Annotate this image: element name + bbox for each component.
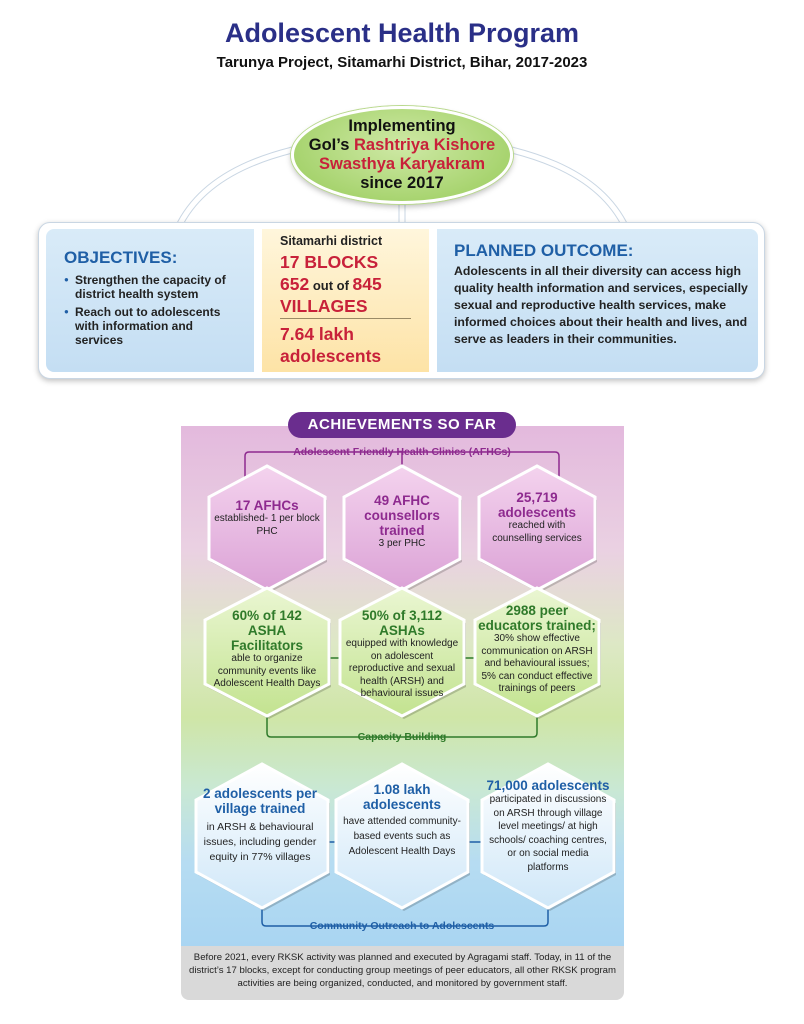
objectives-heading: OBJECTIVES: bbox=[64, 248, 178, 267]
stat-value: 50% of 3,112 ASHAs bbox=[361, 608, 443, 638]
stat-value: 2988 peer educators trained; bbox=[478, 603, 596, 633]
district-adolescents-count: 7.64 lakh bbox=[280, 324, 354, 344]
implementing-line2: GoI’s Rashtriya Kishore bbox=[294, 136, 510, 155]
villages-total: 845 bbox=[352, 274, 382, 294]
objective-item: Reach out to adolescents with informatio… bbox=[64, 305, 244, 347]
implementing-rksk-oval: Implementing GoI’s Rashtriya Kishore Swa… bbox=[291, 106, 513, 204]
stat-value: 49 AFHC counsellors trained bbox=[364, 493, 440, 538]
bracket-group-1 bbox=[266, 714, 538, 738]
district-villages-word: VILLAGES bbox=[280, 296, 368, 316]
district-blocks: 17 BLOCKS bbox=[280, 252, 379, 272]
hexagon-2-1 bbox=[334, 762, 470, 910]
objective-item: Strengthen the capacity of district heal… bbox=[64, 273, 244, 301]
hexagon-2-0 bbox=[194, 762, 330, 910]
stat-desc: in ARSH & behavioural issues, including … bbox=[203, 821, 317, 863]
achievements-footnote: Before 2021, every RKSK activity was pla… bbox=[181, 946, 624, 1000]
stat-value: 17 AFHCs bbox=[235, 498, 299, 513]
hexagon-2-2 bbox=[480, 762, 616, 910]
achievements-title: ACHIEVEMENTS SO FAR bbox=[288, 412, 516, 438]
hexagon-1-1 bbox=[338, 586, 466, 718]
district-label: Sitamarhi district bbox=[280, 234, 383, 248]
stat-value: 25,719 adolescents bbox=[497, 490, 577, 520]
page-title: Adolescent Health Program bbox=[224, 18, 580, 48]
implementing-prefix: GoI’s bbox=[308, 136, 354, 154]
hexagon-1-2 bbox=[473, 586, 601, 718]
villages-count: 652 bbox=[280, 274, 310, 294]
stat-desc: equipped with knowledge on adolescent re… bbox=[345, 638, 459, 699]
stat-desc: 3 per PHC bbox=[378, 538, 426, 549]
stat-desc: established- 1 per block PHC bbox=[214, 513, 320, 537]
planned-outcome-text: Adolescents in all their diversity can a… bbox=[454, 264, 748, 346]
group-label-afhc: Adolescent Friendly Health Clinics (AFHC… bbox=[293, 446, 511, 458]
district-adolescents-word: adolescents bbox=[280, 346, 382, 366]
stat-desc: participated in discussions on ARSH thro… bbox=[489, 794, 607, 873]
group-label-outreach: Community Outreach to Adolescents bbox=[309, 920, 495, 932]
stat-value: 60% of 142 ASHA Facilitators bbox=[230, 608, 304, 653]
district-villages: 652 out of 845 bbox=[280, 273, 382, 297]
stat-value: 1.08 lakh adolescents bbox=[362, 782, 442, 812]
group-label-capacity: Capacity Building bbox=[357, 731, 447, 743]
stat-desc: able to organize community events like A… bbox=[213, 653, 321, 689]
page-subtitle: Tarunya Project, Sitamarhi District, Bih… bbox=[216, 54, 588, 71]
stat-community-events: 1.08 lakh adolescents have attended commu… bbox=[340, 782, 464, 859]
stat-desc: have attended community- based events su… bbox=[343, 816, 461, 857]
implementing-since: since 2017 bbox=[360, 174, 444, 192]
implementing-rksk-2: Swasthya Karyakram bbox=[318, 155, 485, 173]
stat-desc: reached with counselling services bbox=[492, 520, 582, 544]
implementing-rksk-1: Rashtriya Kishore bbox=[354, 136, 496, 154]
planned-outcome-panel bbox=[437, 229, 758, 372]
planned-outcome-heading: PLANNED OUTCOME: bbox=[454, 241, 634, 260]
stat-trained-per-village: 2 adolescents per village trained in ARSH… bbox=[198, 786, 322, 865]
bracket-group-2 bbox=[261, 906, 549, 927]
stat-value: 2 adolescents per village trained bbox=[202, 786, 318, 816]
implementing-line1: Implementing bbox=[348, 117, 456, 135]
stat-value: 71,000 adolescents bbox=[486, 778, 610, 793]
hexagon-1-0 bbox=[203, 586, 331, 718]
stat-peer-educators: 2988 peer educators trained;30% show eff… bbox=[478, 603, 596, 696]
stat-desc: 30% show effective communication on ARSH… bbox=[481, 633, 593, 694]
villages-connector: out of bbox=[309, 278, 353, 293]
district-divider bbox=[280, 318, 411, 319]
district-panel bbox=[262, 229, 429, 372]
